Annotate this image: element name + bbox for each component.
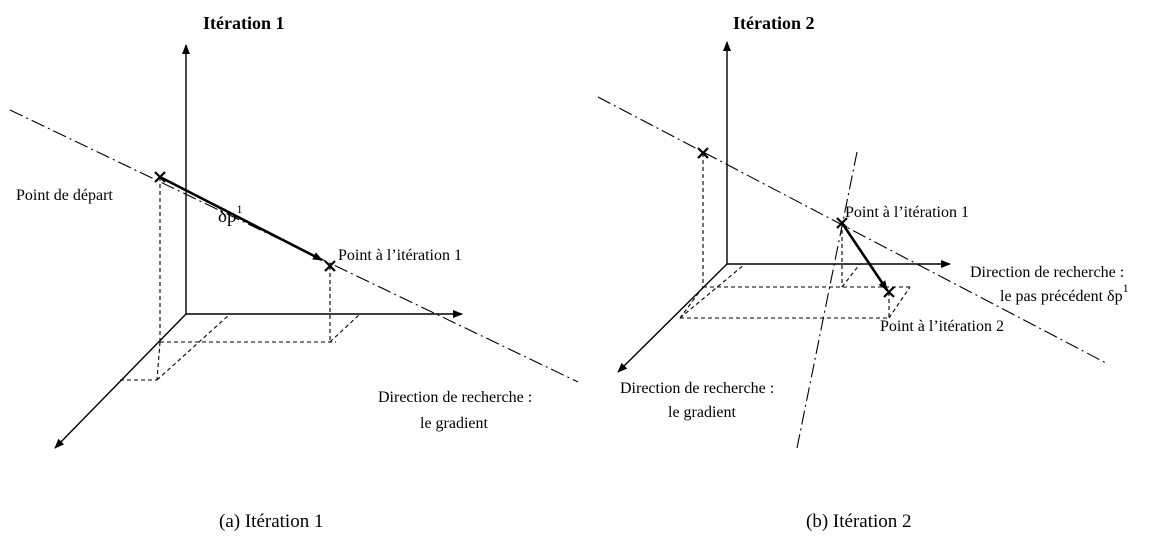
start-point-marker — [154, 171, 166, 183]
iteration1-label: Point à l’itération 1 — [845, 204, 969, 221]
previous-step-direction-line — [597, 96, 1107, 364]
step-label: δp1 — [218, 202, 242, 227]
prev-dir-superscript: 1 — [1123, 281, 1129, 295]
iteration1-point-marker — [324, 260, 336, 272]
projection-lines — [120, 177, 361, 381]
step-arrow-dp1 — [159, 175, 323, 262]
start-point-label: Point de départ — [16, 187, 113, 204]
direction-label-line1: Direction de recherche : — [378, 389, 532, 406]
iteration1-label: Point à l’itération 1 — [338, 247, 462, 264]
direction-label-line2: le gradient — [420, 415, 489, 432]
step-symbol: δp — [218, 206, 236, 227]
grad-dir-label-line1: Direction de recherche : — [620, 380, 774, 397]
panel-a-title: Itération 1 — [203, 13, 284, 33]
iteration1-point-marker — [836, 217, 848, 229]
gradient-direction-line — [796, 151, 858, 449]
prev-dir-text: le pas précédent δp — [1000, 288, 1123, 305]
y-axis — [54, 313, 187, 449]
grad-dir-label-line2: le gradient — [668, 404, 737, 421]
caption-b: (b) Itération 2 — [806, 511, 912, 532]
step-superscript: 1 — [236, 202, 242, 216]
caption-a: (a) Itération 1 — [219, 511, 323, 532]
iteration2-point-marker — [883, 286, 895, 298]
iteration2-label: Point à l’itération 2 — [880, 318, 1004, 335]
previous-start-point-marker — [697, 147, 709, 159]
panel-b-title: Itération 2 — [733, 13, 814, 33]
panel-a: Itération 1 Point de départ — [9, 13, 579, 532]
prev-dir-label-line2: le pas précédent δp1 — [1000, 281, 1129, 305]
step-arrow-iteration2 — [840, 222, 889, 291]
panel-b: Itération 2 — [597, 13, 1129, 532]
prev-dir-label-line1: Direction de recherche : — [970, 264, 1124, 281]
projection-lines — [679, 153, 911, 319]
y-axis — [617, 263, 728, 373]
